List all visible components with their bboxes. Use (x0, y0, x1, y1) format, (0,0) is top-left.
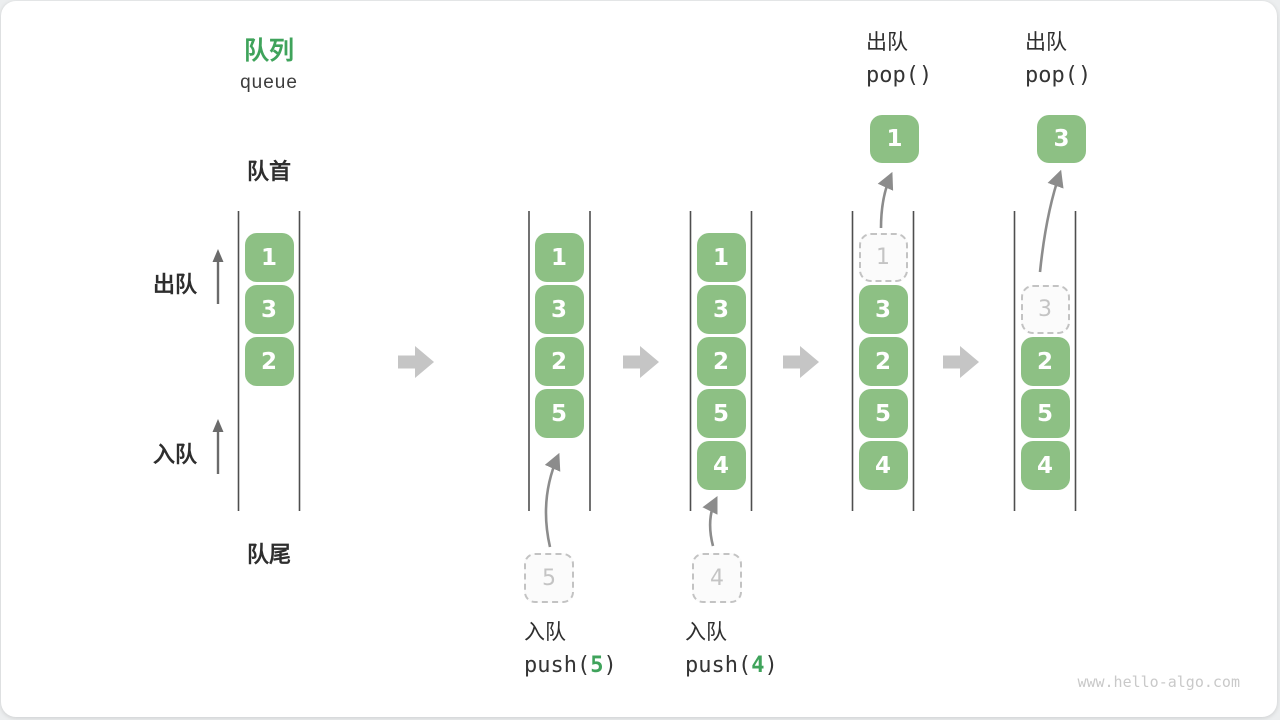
queue-rear-label: 队尾 (246, 542, 291, 567)
queue-front-label: 队首 (246, 159, 291, 184)
flow-arrow-4-icon (943, 346, 979, 378)
dequeue-up-arrowhead-icon (212, 249, 224, 262)
staged-element-5: 5 (524, 553, 574, 603)
push4-arrow-icon (702, 495, 718, 547)
popped-element-3: 3 (1037, 115, 1086, 163)
queue5-cell: 2 (1020, 337, 1070, 386)
queue4-cell: 5 (858, 389, 908, 438)
push5-code-prefix: push( (524, 653, 591, 678)
push4-code-arg: 4 (751, 653, 765, 678)
figure-title: 队列 (243, 37, 294, 65)
enqueue-up-arrowhead-icon (212, 419, 224, 432)
queue3-cell: 3 (696, 285, 746, 334)
queue2-cell: 1 (534, 233, 584, 282)
pop1-label: 出队 (866, 31, 908, 54)
queue5-cell: 4 (1020, 441, 1070, 490)
flow-arrow-3-icon (783, 346, 819, 378)
push5-caption: 入队 push(5) (524, 622, 617, 677)
pop2-caption: 出队 pop() (1025, 32, 1091, 87)
queue5-cell: 5 (1020, 389, 1070, 438)
flow-arrow-1-icon (398, 346, 434, 378)
pop2-label: 出队 (1025, 31, 1067, 54)
push5-code-arg: 5 (590, 653, 604, 678)
dequeue-side-label: 出队 (152, 272, 197, 297)
queue1-cell: 3 (244, 285, 294, 334)
queue2-cell: 5 (534, 389, 584, 438)
pop2-arrow-icon (1038, 169, 1064, 273)
pop1-caption: 出队 pop() (866, 32, 932, 87)
push4-code: push(4) (685, 653, 778, 678)
queue3-cell: 2 (696, 337, 746, 386)
queue1-cell: 2 (244, 337, 294, 386)
queue-walls (237, 211, 1077, 511)
staged-element-4: 4 (692, 553, 742, 603)
push5-arrow-icon (544, 452, 561, 548)
push4-code-prefix: push( (685, 653, 752, 678)
enqueue-side-label: 入队 (152, 442, 197, 467)
push5-code: push(5) (524, 653, 617, 678)
pop1-code: pop() (866, 63, 933, 88)
queue1-cell: 1 (244, 233, 294, 282)
removed-slot-3: 3 (1020, 285, 1070, 334)
side-direction-arrows (212, 249, 224, 474)
queue3-cell: 4 (696, 441, 746, 490)
queue2-cell: 2 (534, 337, 584, 386)
queue4-cell: 3 (858, 285, 908, 334)
pop1-arrow-icon (877, 171, 894, 229)
push4-code-suffix: ) (764, 653, 778, 678)
watermark: www.hello-algo.com (1077, 673, 1240, 691)
flow-arrow-2-icon (623, 346, 659, 378)
queue3-cell: 1 (696, 233, 746, 282)
removed-slot-1: 1 (858, 233, 908, 282)
figure-subtitle: queue (240, 72, 298, 93)
queue4-cell: 2 (858, 337, 908, 386)
operation-arrows (544, 169, 1064, 548)
pop2-code: pop() (1025, 63, 1092, 88)
queue3-cell: 5 (696, 389, 746, 438)
queue4-cell: 4 (858, 441, 908, 490)
push4-label: 入队 (685, 621, 727, 644)
popped-element-1: 1 (870, 115, 919, 163)
push4-caption: 入队 push(4) (685, 622, 778, 677)
push5-code-suffix: ) (603, 653, 617, 678)
push5-label: 入队 (524, 621, 566, 644)
queue2-cell: 3 (534, 285, 584, 334)
